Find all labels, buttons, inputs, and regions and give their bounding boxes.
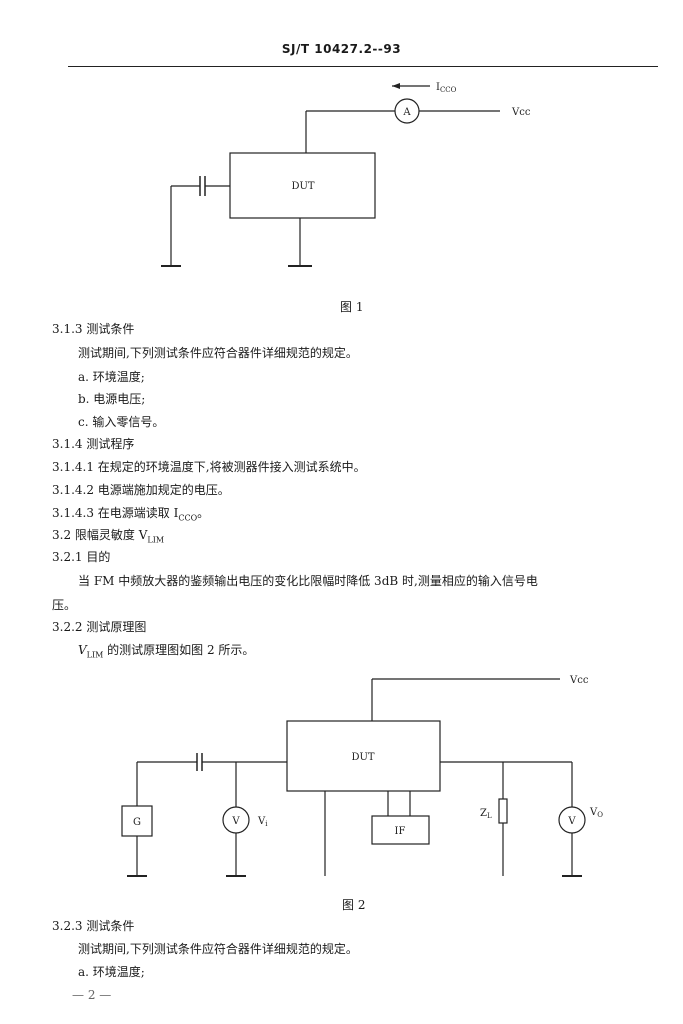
figure-2-caption: 图 2 <box>342 898 366 912</box>
purpose-paragraph: 当 FM 中频放大器的鉴频输出电压的变化比限幅时降低 3dB 时,测量相应的输入… <box>78 574 538 588</box>
list-item-c: c. 输入零信号。 <box>78 415 165 429</box>
vi-label: Vi <box>257 816 268 828</box>
section-3-1-4-heading: 3.1.4 测试程序 <box>52 437 135 451</box>
step-3-1-4-1: 3.1.4.1 在规定的环境温度下,将被测器件接入测试系统中。 <box>52 460 366 474</box>
vo-label: VO <box>589 807 603 819</box>
input-voltmeter-label: V <box>231 816 240 827</box>
fig1-dut-label: DUT <box>291 181 314 192</box>
zl-label: ZL <box>480 808 492 820</box>
header-rule <box>68 66 658 67</box>
if-label: IF <box>395 826 406 837</box>
fig1-current-label: ICCO <box>436 82 457 94</box>
section-3-2-2-heading: 3.2.2 测试原理图 <box>52 620 147 634</box>
list-item-a-2: a. 环境温度; <box>78 965 145 979</box>
fig2-vcc-label: Vcc <box>569 675 589 686</box>
generator-label: G <box>133 817 141 828</box>
diagram-intro: VLIM 的测试原理图如图 2 所示。 <box>78 643 255 660</box>
if-box <box>371 815 430 845</box>
figure-1-caption: 图 1 <box>340 300 364 314</box>
step-3-1-4-2: 3.1.4.2 电源端施加规定的电压。 <box>52 483 230 497</box>
output-voltmeter-label: V <box>567 816 576 827</box>
list-item-a: a. 环境温度; <box>78 370 145 384</box>
purpose-paragraph-cont: 压。 <box>52 598 77 612</box>
list-item-b: b. 电源电压; <box>78 392 146 406</box>
fig2-dut-box <box>286 720 441 792</box>
fig1-vcc-label: Vcc <box>511 107 531 118</box>
body-paragraph-2: 测试期间,下列测试条件应符合器件详细规范的规定。 <box>78 942 358 956</box>
ammeter-label: A <box>402 107 411 118</box>
page-number: — 2 — <box>72 988 112 1002</box>
document-header: SJ/T 10427.2--93 <box>281 42 402 56</box>
fig2-dut-label: DUT <box>351 752 374 763</box>
body-paragraph: 测试期间,下列测试条件应符合器件详细规范的规定。 <box>78 346 358 360</box>
load-resistor <box>498 798 508 824</box>
figure-2-diagram: Vcc DUT G V Vi IF ZL V VO <box>121 675 603 877</box>
figure-1-diagram: ICCO A Vcc DUT <box>161 82 531 267</box>
step-3-1-4-3: 3.1.4.3 在电源端读取 ICCO。 <box>52 506 210 523</box>
section-3-2-1-heading: 3.2.1 目的 <box>52 550 111 564</box>
section-3-2-heading: 3.2 限幅灵敏度 VLIM <box>52 528 165 545</box>
section-3-1-3-heading: 3.1.3 测试条件 <box>52 322 135 336</box>
section-3-2-3-heading: 3.2.3 测试条件 <box>52 919 135 933</box>
